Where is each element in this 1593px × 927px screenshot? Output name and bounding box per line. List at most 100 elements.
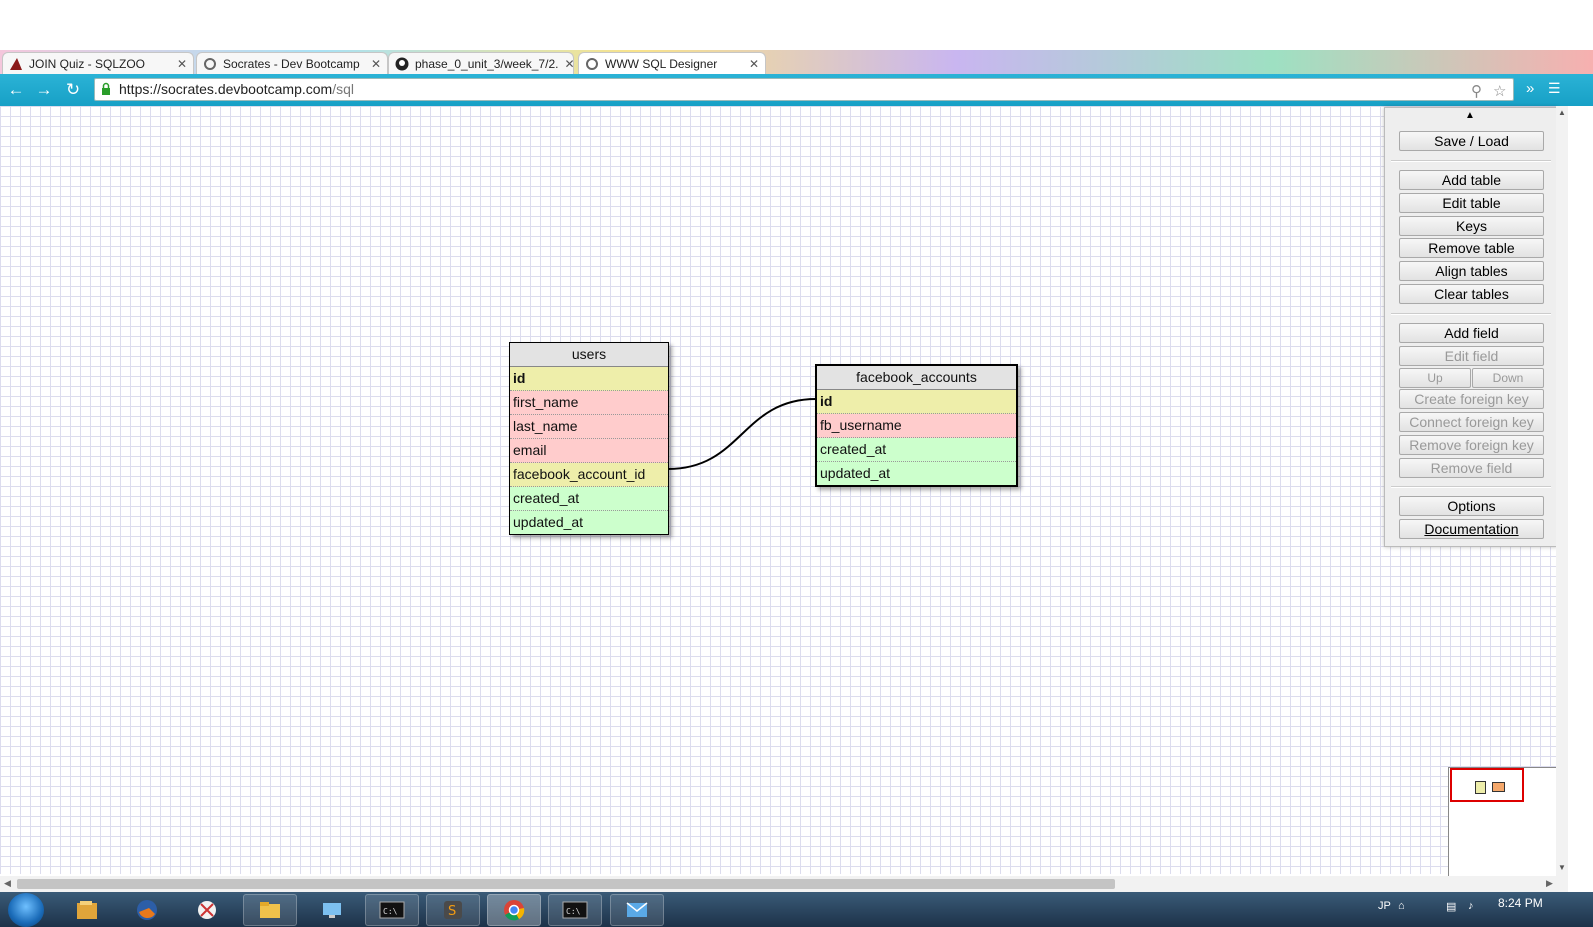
edit-table-button[interactable]: Edit table [1399, 193, 1544, 213]
browser-menu-icon[interactable]: ☰ [1548, 80, 1561, 96]
tab-socrates[interactable]: Socrates - Dev Bootcamp ✕ [196, 52, 388, 74]
field-row[interactable]: id [510, 367, 668, 391]
desktop-top-strip [0, 0, 1593, 50]
browser-toolbar: ← → ↻ https://socrates.devbootcamp.com/s… [0, 74, 1593, 106]
field-row[interactable]: created_at [510, 487, 668, 511]
github-favicon-icon [395, 57, 409, 71]
reload-icon[interactable]: ↻ [65, 80, 81, 99]
edit-field-button[interactable]: Edit field [1399, 346, 1544, 366]
save-load-button[interactable]: Save / Load [1399, 131, 1544, 151]
table-title[interactable]: users [510, 343, 668, 367]
connect-foreign-key-button[interactable]: Connect foreign key [1399, 412, 1544, 432]
documentation-button[interactable]: Documentation [1399, 519, 1544, 539]
extensions-overflow-icon[interactable]: » [1526, 80, 1535, 97]
cmd-icon[interactable]: C:\ [365, 894, 419, 926]
field-row[interactable]: first_name [510, 391, 668, 415]
keyboard-layout-icon[interactable]: JP [1378, 900, 1391, 912]
panel-divider [1391, 160, 1551, 162]
field-row[interactable]: last_name [510, 415, 668, 439]
remove-table-button[interactable]: Remove table [1399, 238, 1544, 258]
tab-title: Socrates - Dev Bootcamp [223, 56, 360, 71]
field-row[interactable]: id [817, 390, 1016, 414]
add-field-button[interactable]: Add field [1399, 323, 1544, 343]
field-row[interactable]: updated_at [817, 462, 1016, 485]
address-bar[interactable]: https://socrates.devbootcamp.com/sql ⚲ ☆ [94, 78, 1514, 101]
browser-tab-strip: JOIN Quiz - SQLZOO ✕ Socrates - Dev Boot… [0, 50, 1593, 74]
snipping-tool-icon[interactable] [180, 894, 234, 926]
tab-title: phase_0_unit_3/week_7/2. [415, 56, 559, 71]
svg-text:S: S [448, 904, 456, 919]
remove-field-button[interactable]: Remove field [1399, 458, 1544, 478]
table-title[interactable]: facebook_accounts [817, 366, 1016, 390]
firefox-icon[interactable] [120, 894, 174, 926]
svg-text:C:\: C:\ [566, 907, 581, 916]
close-tab-icon[interactable]: ✕ [370, 56, 381, 71]
relation-line [667, 398, 817, 470]
panel-divider [1391, 313, 1551, 315]
network-tray-icon[interactable]: ▤ [1446, 901, 1457, 913]
horizontal-scroll-thumb[interactable] [17, 879, 1115, 889]
minimap[interactable] [1448, 767, 1560, 879]
url-host: https://socrates.devbootcamp.com [119, 81, 333, 97]
back-arrow-icon[interactable]: ← [7, 80, 25, 99]
remove-foreign-key-button[interactable]: Remove foreign key [1399, 435, 1544, 455]
field-row[interactable]: fb_username [817, 414, 1016, 438]
minimap-table-facebook-accounts [1492, 782, 1505, 792]
tab-title: JOIN Quiz - SQLZOO [29, 56, 146, 71]
network-icon[interactable] [305, 894, 359, 926]
clear-tables-button[interactable]: Clear tables [1399, 284, 1544, 304]
sublime-text-icon[interactable]: S [426, 894, 480, 926]
minimap-table-users [1475, 781, 1486, 794]
tab-title: WWW SQL Designer [605, 56, 718, 71]
taskbar: C:\ S C:\ JP ⌂ ▤ ♪ 8:24 PM [0, 892, 1593, 927]
db-table-facebook-accounts[interactable]: facebook_accounts id fb_username created… [815, 364, 1018, 487]
keys-button[interactable]: Keys [1399, 216, 1544, 236]
align-tables-button[interactable]: Align tables [1399, 261, 1544, 281]
minimap-viewport[interactable] [1450, 768, 1524, 802]
sql-designer-canvas[interactable]: users id first_name last_name email face… [0, 106, 1568, 874]
zoom-icon[interactable]: ⚲ [1471, 83, 1482, 100]
field-row[interactable]: facebook_account_id [510, 463, 668, 487]
explorer-icon[interactable] [60, 894, 114, 926]
collapse-panel-icon[interactable]: ▲ [1465, 110, 1475, 121]
add-table-button[interactable]: Add table [1399, 170, 1544, 190]
notification-icon[interactable]: ⌂ [1398, 900, 1405, 912]
taskbar-clock[interactable]: 8:24 PM [1498, 896, 1543, 910]
scroll-right-arrow-icon[interactable]: ▶ [1546, 878, 1553, 888]
scroll-up-arrow-icon[interactable]: ▲ [1558, 108, 1566, 117]
volume-icon[interactable]: ♪ [1468, 900, 1474, 912]
db-table-users[interactable]: users id first_name last_name email face… [509, 342, 669, 535]
move-field-up-button[interactable]: Up [1399, 368, 1471, 388]
cmd-icon[interactable]: C:\ [548, 894, 602, 926]
lock-icon [102, 82, 110, 95]
sqldesigner-favicon-icon [585, 57, 599, 71]
sqlzoo-favicon-icon [9, 57, 23, 71]
forward-arrow-icon[interactable]: → [35, 80, 53, 99]
chrome-icon[interactable] [487, 894, 541, 926]
options-button[interactable]: Options [1399, 496, 1544, 516]
move-field-down-button[interactable]: Down [1472, 368, 1544, 388]
scroll-down-arrow-icon[interactable]: ▼ [1558, 863, 1566, 872]
tab-github[interactable]: phase_0_unit_3/week_7/2. ✕ [388, 52, 575, 74]
field-row[interactable]: email [510, 439, 668, 463]
start-button-icon[interactable] [8, 893, 44, 927]
vertical-scrollbar[interactable]: ▲ ▼ [1556, 106, 1568, 876]
file-manager-icon[interactable] [243, 894, 297, 926]
close-tab-icon[interactable]: ✕ [748, 56, 759, 71]
relation-lines [667, 398, 817, 470]
tab-sql-designer[interactable]: WWW SQL Designer ✕ [578, 52, 766, 74]
create-foreign-key-button[interactable]: Create foreign key [1399, 389, 1544, 409]
socrates-favicon-icon [203, 57, 217, 71]
bookmark-star-icon[interactable]: ☆ [1493, 83, 1507, 100]
outlook-icon[interactable] [610, 894, 664, 926]
field-row[interactable]: updated_at [510, 511, 668, 534]
url-path: /sql [332, 81, 355, 97]
horizontal-scrollbar[interactable]: ◀ ▶ [0, 876, 1568, 892]
field-row[interactable]: created_at [817, 438, 1016, 462]
close-tab-icon[interactable]: ✕ [176, 56, 187, 71]
close-tab-icon[interactable]: ✕ [564, 56, 575, 71]
svg-text:C:\: C:\ [383, 907, 398, 916]
scroll-left-arrow-icon[interactable]: ◀ [4, 878, 11, 888]
tab-sqlzoo[interactable]: JOIN Quiz - SQLZOO ✕ [2, 52, 194, 74]
panel-divider [1391, 486, 1551, 488]
